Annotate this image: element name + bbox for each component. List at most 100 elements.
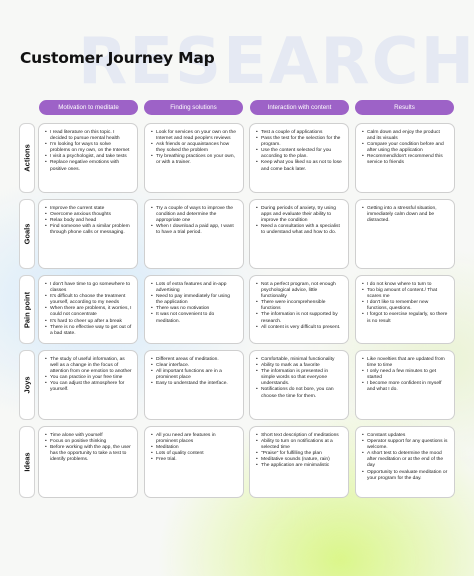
bullet-item: When there are problems, it worries, I c… [45,306,132,318]
bullet-item: The application are minimalistic [256,463,343,469]
journey-cell: Calm down and enjoy the product and its … [355,123,455,193]
journey-cell: Getting into a stressful situation, imme… [355,199,455,269]
bullet-item: All you need are features in prominent p… [151,433,238,445]
bullet-list: Test a couple of applicationsPass the te… [256,130,343,173]
row-label-joys: Joys [19,350,35,420]
bullet-item: Notifications do not bore, you can choos… [256,387,343,399]
bullet-item: Too big amount of content./ That scares … [362,288,449,300]
bullet-list: Getting into a stressful situation, imme… [362,206,449,224]
bullet-item: "Praise" for fulfilling the plan [256,451,343,457]
bullet-item: Use the content selected for you accordi… [256,148,343,160]
bullet-item: Keep what you liked so as not to lose an… [256,160,343,172]
bullet-item: Short text description of meditations [256,433,343,439]
column-header-motivation: Motivation to meditate [39,100,138,115]
bullet-list: During periods of anxiety, try using app… [256,206,343,236]
bullet-item: There were incomprehensible functions [256,300,343,312]
bullet-item: The study of useful information, as well… [45,357,132,375]
journey-cell: Improve the current stateOvercome anxiou… [38,199,138,269]
bullet-list: Lots of extra features and in-app advert… [151,282,238,325]
bullet-item: It's difficult to choose the treatment y… [45,294,132,306]
bullet-item: Compare your condition before and after … [362,142,449,154]
row-label-pain-point: Pain point [19,275,35,344]
bullet-item: I don't like to remember new functions, … [362,300,449,312]
bullet-item: Ask friends or acquaintances how they so… [151,142,238,154]
bullet-item: Comfortable, minimal functionality [256,357,343,363]
bullet-list: Comfortable, minimal functionalityAbilit… [256,357,343,400]
bullet-list: Not a perfect program, not enough psycho… [256,282,343,331]
bullet-list: Calm down and enjoy the product and its … [362,130,449,167]
journey-cell: All you need are features in prominent p… [144,426,244,498]
row-label-actions: Actions [19,123,35,193]
journey-cell: During periods of anxiety, try using app… [249,199,349,269]
journey-cell: Comfortable, minimal functionalityAbilit… [249,350,349,420]
column-header-finding-solutions: Finding solutions [144,100,243,115]
bullet-list: I do not know where to turn toToo big am… [362,282,449,325]
bullet-list: Constant updatesOperator support for any… [362,433,449,482]
journey-cell: I do not know where to turn toToo big am… [355,275,455,344]
bullet-item: I'm looking for ways to solve problems o… [45,142,132,154]
bullet-item: Meditation [151,445,238,451]
bullet-item: Calm down and enjoy the product and its … [362,130,449,142]
bullet-item: Replace negative emotions with positive … [45,160,132,172]
bullet-item: I only need a few minutes to get started [362,369,449,381]
bullet-list: Time alone with yourselfFocus on positiv… [45,433,132,463]
row-label-text: Ideas [22,452,32,472]
bullet-item: Getting into a stressful situation, imme… [362,206,449,224]
research-watermark: RESEARCH [78,25,474,99]
bullet-item: You can practice in your free time [45,375,132,381]
bullet-list: The study of useful information, as well… [45,357,132,394]
bullet-item: Opportunity to evaluate meditation or yo… [362,470,449,482]
bullet-list: I read literature on this topic. I decid… [45,130,132,173]
bullet-item: Time alone with yourself [45,433,132,439]
bullet-item: Clear interface. [151,363,238,369]
journey-cell: I don't have time to go somewhere to cla… [38,275,138,344]
bullet-item: Before working with the app, the user ha… [45,445,132,463]
bullet-item: It was not convenient to do meditation. [151,312,238,324]
row-label-text: Pain point [22,291,32,328]
bullet-item: Improve the current state [45,206,132,212]
bullet-item: Recommend/don't recommend this service t… [362,154,449,166]
bullet-item: Focus on positive thinking [45,439,132,445]
bullet-item: Find someone with a similar problem thro… [45,224,132,236]
bullet-item: Test a couple of applications [256,130,343,136]
journey-cell: Constant updatesOperator support for any… [355,426,455,498]
bullet-item: There was no motivation [151,306,238,312]
row-label-text: Actions [22,144,32,172]
bullet-list: Look for services on your own on the Int… [151,130,238,167]
row-label-goals: Goals [19,199,35,269]
bullet-item: When I download a paid app, I want to ha… [151,224,238,236]
bullet-item: There is no effective way to get out of … [45,325,132,337]
bullet-item: Lots of quality content [151,451,238,457]
bullet-item: You can adjust the atmosphere for yourse… [45,381,132,393]
bullet-item: Try breathing practices on your own, or … [151,154,238,166]
bullet-item: Lots of extra features and in-app advert… [151,282,238,294]
bullet-item: Need a consultation with a specialist to… [256,224,343,236]
bullet-item: Pass the test for the selection for the … [256,136,343,148]
bullet-item: Easy to understand the interface. [151,381,238,387]
bullet-list: All you need are features in prominent p… [151,433,238,464]
bullet-list: Try a couple of ways to improve the cond… [151,206,238,236]
bullet-list: Different areas of meditation.Clear inte… [151,357,238,388]
bullet-item: I don't have time to go somewhere to cla… [45,282,132,294]
journey-cell: Short text description of meditationsAbi… [249,426,349,498]
bullet-item: During periods of anxiety, try using app… [256,206,343,224]
bullet-item: Ability to mark as a favorite [256,363,343,369]
bullet-item: All important functions are in a promine… [151,369,238,381]
bullet-item: Not a perfect program, not enough psycho… [256,282,343,300]
bullet-item: Relax body and head [45,218,132,224]
row-label-text: Joys [22,376,32,394]
journey-cell: I read literature on this topic. I decid… [38,123,138,193]
column-header-results: Results [355,100,454,115]
bullet-item: Free trial. [151,457,238,463]
bullet-item: Like novelties that are updated from tim… [362,357,449,369]
bullet-item: I visit a psychologist, and take tests [45,154,132,160]
bullet-item: A short test to determine the mood after… [362,451,449,469]
bullet-list: Like novelties that are updated from tim… [362,357,449,394]
bullet-item: Ability to turn on notifications at a se… [256,439,343,451]
journey-cell: Different areas of meditation.Clear inte… [144,350,244,420]
page-title: Customer Journey Map [20,49,215,67]
bullet-item: Meditative sounds (nature, rain) [256,457,343,463]
bullet-item: I do not know where to turn to [362,282,449,288]
journey-cell: Like novelties that are updated from tim… [355,350,455,420]
journey-cell: Lots of extra features and in-app advert… [144,275,244,344]
